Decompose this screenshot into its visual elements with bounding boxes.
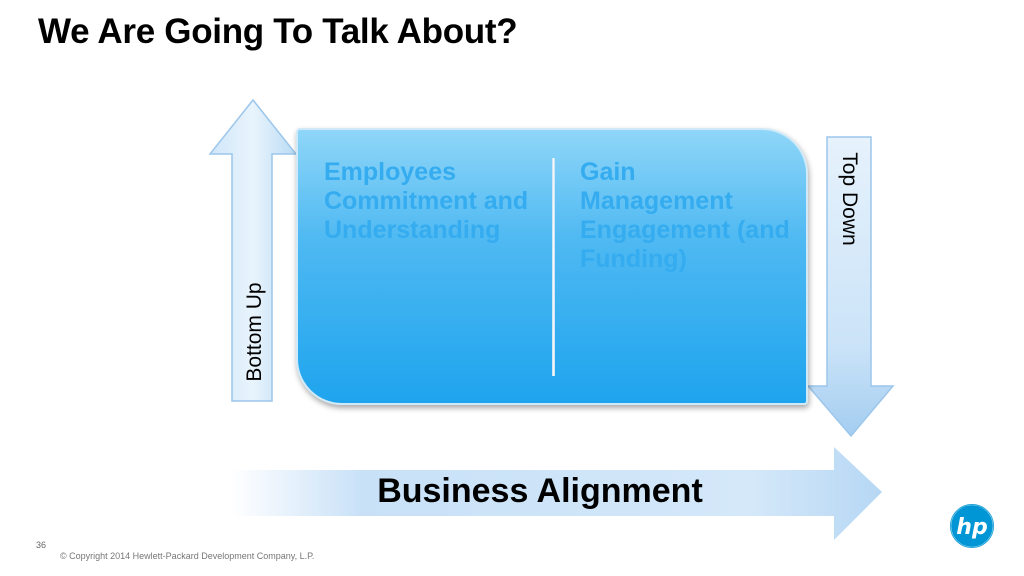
slide-title: We Are Going To Talk About? bbox=[38, 12, 518, 51]
top-down-arrow bbox=[806, 136, 895, 438]
column-divider bbox=[552, 158, 555, 376]
copyright-notice: © Copyright 2014 Hewlett-Packard Develop… bbox=[60, 551, 315, 561]
bottom-up-label: Bottom Up bbox=[243, 282, 266, 382]
management-engagement-text: Gain Management Engagement (and Funding) bbox=[580, 158, 790, 273]
top-down-label: Top Down bbox=[838, 152, 861, 246]
page-number: 36 bbox=[36, 540, 47, 550]
svg-text:hp: hp bbox=[956, 515, 987, 540]
focus-panel: Employees Commitment and Understanding G… bbox=[296, 128, 808, 405]
business-alignment-arrow bbox=[232, 447, 882, 540]
business-alignment-label: Business Alignment bbox=[377, 472, 703, 510]
employees-commitment-text: Employees Commitment and Understanding bbox=[324, 158, 529, 244]
hp-logo-icon: hp bbox=[950, 504, 994, 548]
bottom-up-arrow bbox=[208, 98, 298, 402]
